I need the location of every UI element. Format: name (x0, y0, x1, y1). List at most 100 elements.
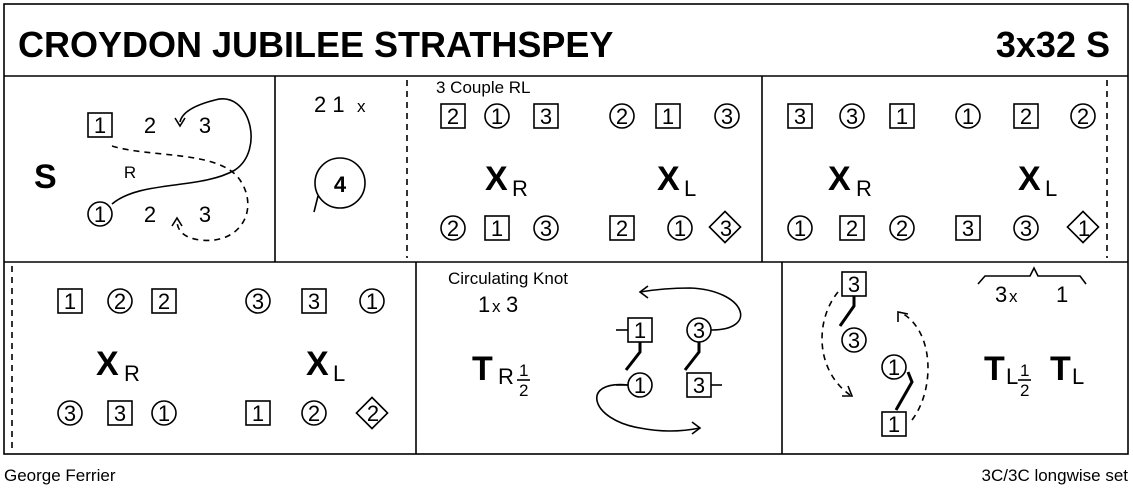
dancer-number: 3 (64, 401, 76, 426)
man-box (609, 215, 635, 241)
dancer-number: 1 (94, 202, 106, 227)
man-box (151, 288, 177, 314)
dancer-number: 1 (94, 113, 106, 138)
dancer-number: 1 (888, 412, 900, 437)
circle-tail (313, 195, 319, 213)
lady-circle (301, 400, 327, 426)
reel-sub: R (124, 361, 140, 386)
bracket (977, 266, 1087, 285)
knot-sub: R (498, 364, 514, 389)
dancer-number: 2 (896, 216, 908, 241)
reel-letter: X (657, 160, 680, 198)
lady-circle (881, 354, 907, 380)
dancer-number: 3 (720, 216, 732, 241)
knot-link (624, 342, 642, 371)
dancer-number: 2 (367, 401, 379, 426)
dancer-number: 1 (794, 216, 806, 241)
lady-circle (1070, 103, 1096, 129)
cell-label: 3 Couple RL (436, 78, 531, 97)
turn-path (899, 311, 929, 421)
dancer-number: 1 (662, 104, 674, 129)
man-box (57, 288, 83, 314)
lady-circle (1013, 215, 1039, 241)
man-box (107, 400, 133, 426)
dancer-number: 2 (308, 401, 320, 426)
side-label: R (124, 163, 136, 182)
lady-circle (107, 288, 133, 314)
cell-s: S 1 2 3 R 1 2 3 (34, 98, 252, 242)
cell-reel-1: 3 Couple RL 2 1 3 X R 2 1 3 2 1 3 X L 2 … (436, 78, 742, 244)
final-top-sub: x (1009, 287, 1018, 306)
reel-letter: X (828, 160, 851, 198)
dancer-number: 1 (962, 104, 974, 129)
man-box (440, 103, 466, 129)
man-diamond (355, 396, 389, 430)
cell-top-sub: x (357, 97, 366, 116)
author: George Ferrier (4, 466, 116, 485)
dancer-number: 1 (491, 104, 503, 129)
reel-letter: X (306, 345, 329, 383)
arrow-head (174, 117, 186, 128)
turn-sub: L (1072, 364, 1084, 389)
reel-sub: R (512, 176, 528, 201)
man-box (955, 215, 981, 241)
frac-num: 1 (1020, 361, 1029, 380)
lady-circle (609, 103, 635, 129)
lady-circle (440, 215, 466, 241)
dancer-number: 2 (616, 216, 628, 241)
man-box (655, 103, 681, 129)
turn-letter: T (1050, 350, 1071, 388)
circle-figure (314, 157, 366, 209)
dancer-number: 3 (794, 104, 806, 129)
dance-title: CROYDON JUBILEE STRATHSPEY (18, 24, 613, 65)
lady-circle (667, 215, 693, 241)
frac-den: 2 (519, 381, 528, 400)
dancer-number: 1 (366, 289, 378, 314)
dancer-number: 2 (114, 289, 126, 314)
dancer-number: 3 (114, 401, 126, 426)
lady-circle (787, 215, 813, 241)
final-top-right: 1 (1056, 282, 1068, 307)
man-box (1013, 103, 1039, 129)
knot-letter: T (472, 350, 493, 388)
cell-top-text: 2 1 (314, 92, 345, 117)
turn-link (838, 296, 856, 327)
cell-reel-3: 1 2 2 X R 3 3 1 3 3 1 X L 1 2 2 (57, 288, 389, 430)
dancer-number: 2 (616, 104, 628, 129)
cell-circle: 2 1 x 4 (313, 92, 366, 213)
arrow-head (897, 311, 909, 322)
man-box (839, 215, 865, 241)
dancer-number: 3 (199, 202, 211, 227)
reel-sub: L (333, 361, 345, 386)
turn-path (821, 291, 851, 396)
man-box (881, 411, 907, 437)
arrow-head (171, 216, 183, 227)
dancer-number: 2 (846, 216, 858, 241)
dancer-number: 3 (252, 289, 264, 314)
dancer-number: 3 (308, 289, 320, 314)
dancer-number: 3 (848, 328, 860, 353)
dashed-path (111, 145, 249, 242)
man-box (301, 288, 327, 314)
set-type: 3C/3C longwise set (982, 466, 1129, 485)
dancer-number: 1 (1078, 216, 1090, 241)
lady-1-circle (87, 201, 113, 227)
lady-circle (955, 103, 981, 129)
turn-letter: T (984, 350, 1005, 388)
lady-circle (841, 327, 867, 353)
turn-link (894, 371, 914, 411)
lady-circle (57, 400, 83, 426)
dancer-number: 1 (896, 104, 908, 129)
man-box (245, 400, 271, 426)
dancer-number: 2 (158, 289, 170, 314)
dancer-number: 2 (144, 202, 156, 227)
reel-letter: X (96, 345, 119, 383)
knot-who: 1 (478, 292, 490, 317)
dance-format: 3x32 S (996, 24, 1110, 65)
circle-number: 4 (334, 172, 347, 197)
lady-circle (533, 215, 559, 241)
reel-letter: X (1018, 160, 1041, 198)
dancer-number: 3 (721, 104, 733, 129)
lady-circle (359, 288, 385, 314)
